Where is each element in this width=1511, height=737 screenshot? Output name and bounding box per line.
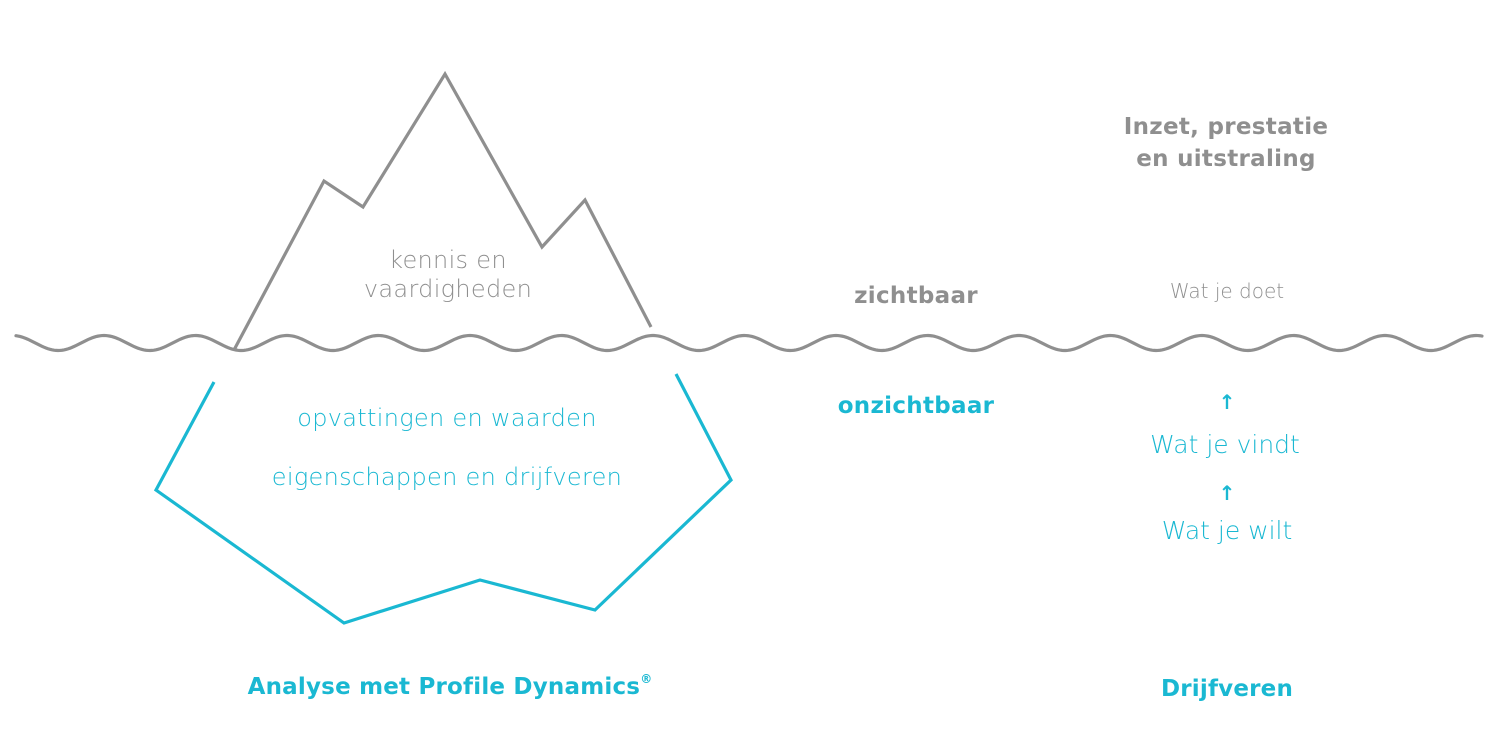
right-heading-line-2: en uitstraling xyxy=(1136,146,1316,172)
iceberg-base-label-values: opvattingen en waarden xyxy=(297,404,597,432)
visible-label: zichtbaar xyxy=(854,283,978,309)
right-heading-line-1: Inzet, prestatie xyxy=(1123,114,1329,140)
iceberg-tip-outline xyxy=(232,70,653,351)
invisible-label: onzichtbaar xyxy=(837,393,995,419)
right-heading: Inzet, prestatie en uitstraling xyxy=(1124,111,1329,175)
footer-analysis-label: Analyse met Profile Dynamics® xyxy=(247,672,653,702)
footer-analysis-text: Analyse met Profile Dynamics xyxy=(247,674,641,700)
iceberg-base-label-drivers: eigenschappen en drijfveren xyxy=(271,463,623,491)
footer-drivers-label: Drijfveren xyxy=(1160,676,1294,702)
arrow-up-icon: ↑ xyxy=(1218,390,1236,414)
arrow-up-icon: ↑ xyxy=(1218,481,1236,505)
iceberg-tip-label-line-1: kennis en xyxy=(389,246,507,274)
what-you-want-label: Wat je wilt xyxy=(1161,516,1293,545)
iceberg-tip-label-line-2: vaardigheden xyxy=(363,274,533,303)
iceberg-base-outline xyxy=(153,373,733,625)
what-you-do-label: Wat je doet xyxy=(1169,279,1285,303)
registered-mark: ® xyxy=(640,672,653,686)
iceberg-tip-label: kennis en vaardigheden xyxy=(364,246,532,304)
waterline-wave xyxy=(14,333,1484,353)
what-you-think-label: Wat je vindt xyxy=(1150,430,1300,459)
